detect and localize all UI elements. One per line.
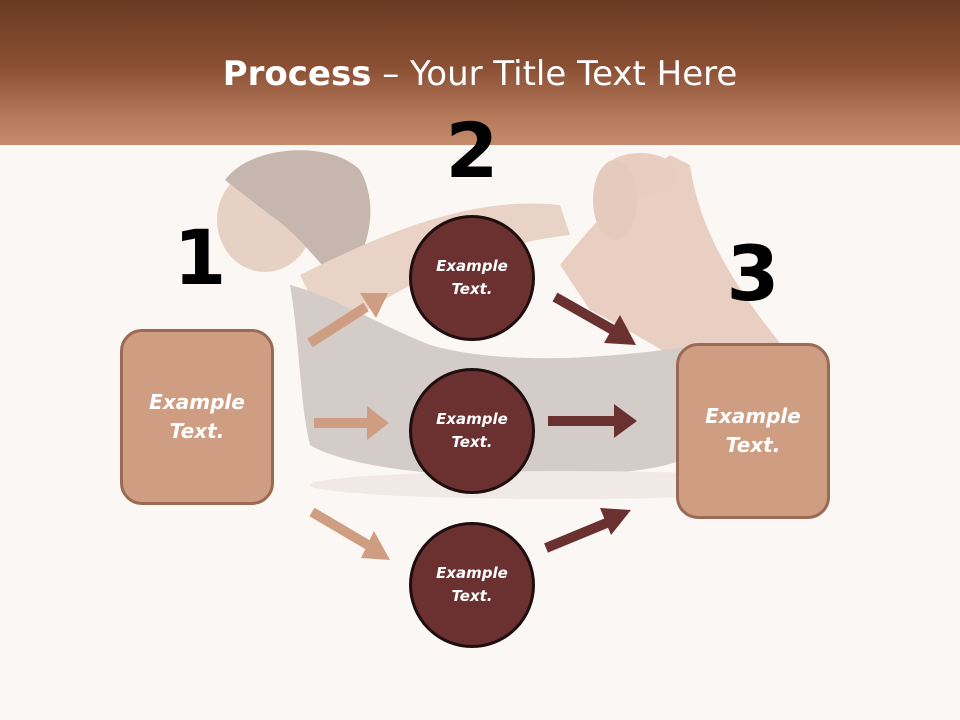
left-process-box: Example Text. [120, 329, 274, 505]
circle-1-label: Example Text. [436, 257, 508, 298]
arrow-to-circle-3 [309, 507, 390, 560]
title-rest: – Your Title Text Here [371, 54, 738, 94]
process-circle-2: Example Text. [409, 368, 535, 494]
step-number-1: 1 [173, 213, 227, 302]
title-bar: Process – Your Title Text Here [0, 0, 960, 145]
left-box-label: Example Text. [149, 390, 245, 443]
slide-title: Process – Your Title Text Here [0, 52, 960, 96]
right-box-label: Example Text. [705, 404, 801, 457]
title-bold: Process [222, 54, 372, 94]
arrow-to-circle-2 [314, 406, 389, 440]
arrow-from-circle-3 [544, 508, 631, 553]
circle-2-label: Example Text. [436, 410, 508, 451]
process-circle-1: Example Text. [409, 215, 535, 341]
process-circle-3: Example Text. [409, 522, 535, 648]
circle-3-label: Example Text. [436, 564, 508, 605]
arrow-from-circle-1 [552, 292, 636, 345]
right-process-box: Example Text. [676, 343, 830, 519]
step-number-3: 3 [726, 229, 780, 318]
arrow-to-circle-1 [307, 293, 388, 348]
step-number-2: 2 [445, 106, 499, 195]
arrow-from-circle-2 [548, 404, 637, 438]
